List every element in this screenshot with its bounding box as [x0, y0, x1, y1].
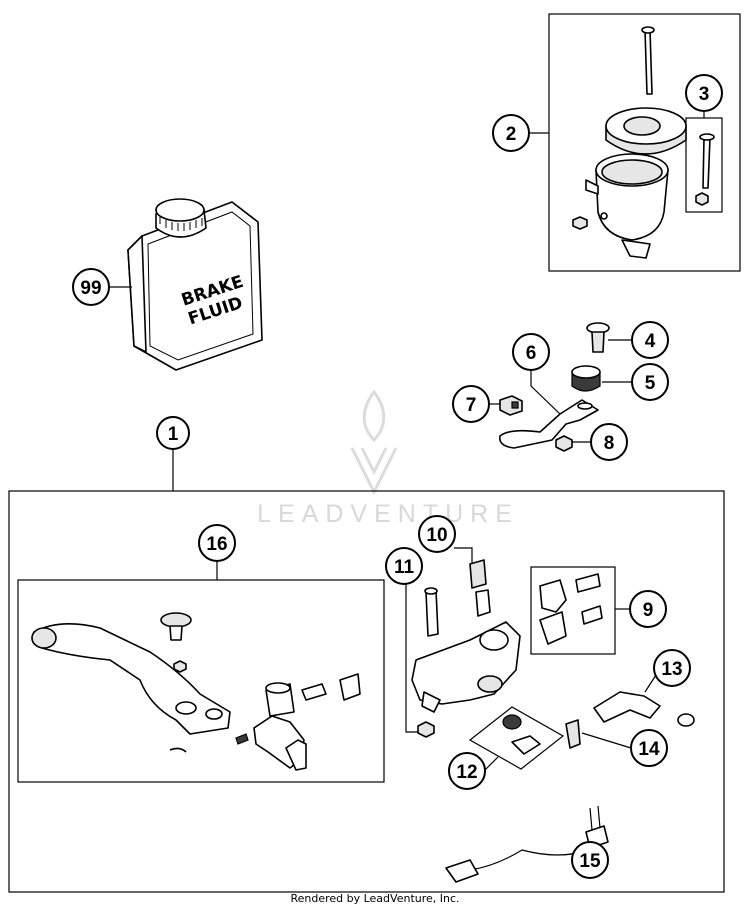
svg-text:10: 10 — [426, 525, 447, 546]
nut-part-8 — [555, 435, 573, 452]
callout-6: 6 — [512, 333, 550, 371]
callout-13: 13 — [653, 649, 691, 687]
switch-part-15 — [445, 805, 609, 883]
bracket-part-6 — [498, 399, 599, 449]
callout-10: 10 — [418, 515, 456, 553]
callout-3: 3 — [685, 74, 723, 112]
screw-part-3 — [695, 133, 715, 206]
hose-part-13 — [593, 691, 695, 727]
banjo-part-12 — [502, 714, 541, 755]
callout-2: 2 — [492, 114, 530, 152]
adjuster-knob-part — [160, 612, 192, 673]
pin-part-11 — [417, 587, 439, 738]
lever-part — [31, 623, 231, 735]
svg-text:4: 4 — [645, 331, 656, 352]
reservoir-group-box — [548, 13, 741, 272]
svg-text:6: 6 — [526, 343, 537, 364]
callout-5: 5 — [631, 363, 669, 401]
watermark-flame-icon — [350, 389, 398, 496]
callout-16: 16 — [198, 524, 236, 562]
callout-14: 14 — [630, 729, 668, 767]
watermark-text: LEADVENTURE — [257, 500, 519, 528]
lever-group-box — [17, 579, 385, 783]
svg-text:1: 1 — [168, 424, 179, 445]
callout-99: 99 — [72, 268, 110, 306]
svg-text:14: 14 — [638, 739, 660, 760]
svg-text:7: 7 — [466, 395, 477, 416]
svg-text:3: 3 — [699, 84, 710, 105]
svg-text:5: 5 — [645, 373, 656, 394]
brake-fluid-bottle: BRAKE FLUID — [127, 198, 263, 371]
svg-text:11: 11 — [394, 557, 415, 578]
banjo-group-box — [468, 706, 565, 770]
svg-text:13: 13 — [661, 659, 682, 680]
callout-15: 15 — [571, 841, 609, 879]
bolt-part-4 — [586, 322, 610, 353]
svg-text:99: 99 — [80, 278, 101, 299]
svg-text:16: 16 — [206, 534, 227, 555]
callout-4: 4 — [631, 321, 669, 359]
master-cylinder-group-box — [8, 490, 725, 893]
lever-pivot-part — [169, 673, 361, 771]
screw-part-7 — [499, 395, 523, 416]
svg-text:12: 12 — [456, 762, 477, 783]
svg-text:15: 15 — [579, 851, 601, 872]
callout-1: 1 — [156, 416, 190, 450]
svg-text:8: 8 — [604, 433, 615, 454]
callout-12: 12 — [448, 752, 486, 790]
reservoir-part — [572, 26, 687, 259]
damper-part-5 — [571, 365, 601, 392]
watermark: LEADVENTURE — [257, 389, 519, 528]
svg-text:9: 9 — [643, 600, 654, 621]
credit-text: Rendered by LeadVenture, Inc. — [290, 892, 459, 905]
callout-9: 9 — [629, 590, 667, 628]
clip-part-14 — [565, 719, 581, 749]
callout-8: 8 — [590, 423, 628, 461]
clamp-group-box — [530, 566, 616, 655]
master-cylinder-body — [411, 621, 521, 713]
svg-text:2: 2 — [506, 124, 517, 145]
clamp-part-9 — [539, 573, 603, 645]
callout-11: 11 — [385, 547, 423, 585]
leader-lines — [110, 111, 705, 772]
fitting-part-10 — [469, 559, 491, 617]
callout-7: 7 — [452, 385, 490, 423]
